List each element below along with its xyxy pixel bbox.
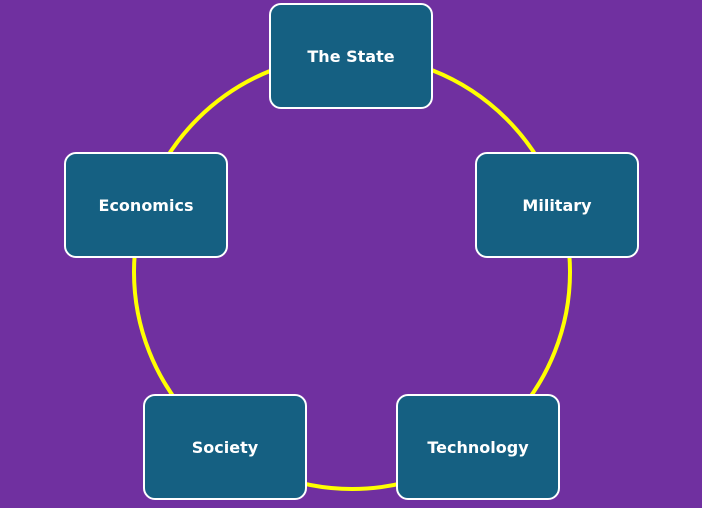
node-society: Society	[143, 394, 307, 500]
node-label: The State	[307, 46, 395, 66]
node-military: Military	[475, 152, 639, 258]
node-economics: Economics	[64, 152, 228, 258]
node-the-state: The State	[269, 3, 433, 109]
node-technology: Technology	[396, 394, 560, 500]
node-label: Technology	[427, 437, 529, 457]
node-label: Military	[522, 195, 592, 215]
node-label: Society	[191, 437, 259, 457]
node-label: Economics	[98, 195, 194, 215]
